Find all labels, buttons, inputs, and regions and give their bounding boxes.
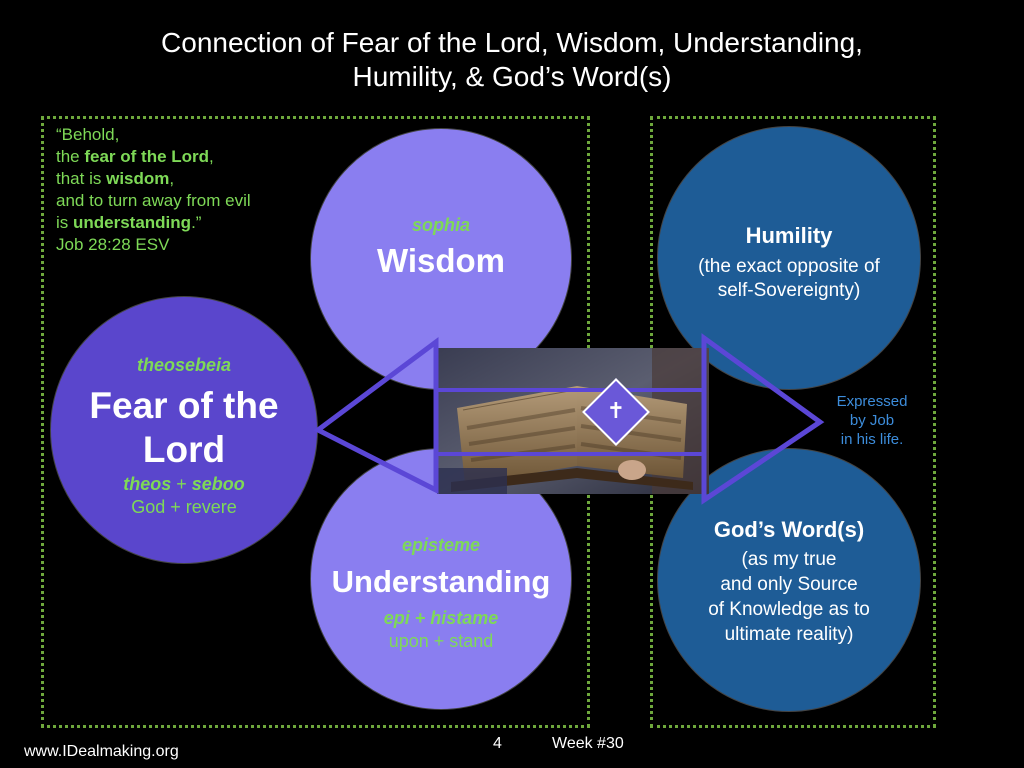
quote-wisdom: wisdom [106,169,170,188]
gods-word-desc-line4: ultimate reality) [724,624,854,645]
fear-greek: theosebeia [136,355,232,375]
slide-title-line1: Connection of Fear of the Lord, Wisdom, … [161,27,863,58]
gods-word-desc-line2: and only Source [720,574,858,595]
fear-roots: theos + seboo [51,474,317,495]
quote-text: that is [56,169,107,188]
quote-line4: and to turn away from evil [56,191,251,210]
fear-meaning: God + revere [131,497,237,517]
cross-glyph: ✝ [606,399,626,424]
understanding-roots: epi + histame [383,608,499,628]
wisdom-greek: sophia [411,215,470,235]
quote-text: , [169,169,175,188]
scripture-quote: “Behold, the fear of the Lord, that is w… [56,124,326,256]
understanding-greek: episteme [401,535,481,555]
gods-word-desc-line1: (as my true [741,549,837,570]
wisdom-label: Wisdom [376,242,506,279]
slide-title: Connection of Fear of the Lord, Wisdom, … [0,26,1024,94]
humility-label: Humility [745,223,833,248]
fear-root-seboo: seboo [191,474,245,494]
wisdom-circle: sophia Wisdom [310,128,572,390]
quote-line3: that is wisdom, [56,168,326,190]
quote-text: .” [191,213,202,232]
quote-fear: fear of the Lord [84,147,210,166]
fear-label-line2: Lord [142,429,226,470]
quote-line1: “Behold, [56,125,120,144]
gods-word-label: God’s Word(s) [713,517,865,542]
humility-desc-line1: (the exact opposite of [698,256,880,277]
quote-understanding: understanding [73,213,192,232]
fear-label-line1: Fear of the [89,385,279,426]
fear-root-theos: theos [123,474,172,494]
quote-text: is [56,213,73,232]
footer-page-number: 4 [493,735,502,752]
expressed-line2: by Job [849,412,895,429]
gods-word-desc-line3: of Knowledge as to [708,599,870,620]
fear-of-the-lord-circle: theosebeia Fear of the Lord theos + sebo… [50,296,318,564]
humility-circle: Humility (the exact opposite of self-Sov… [657,126,921,390]
understanding-meaning: upon + stand [388,631,494,651]
quote-text: the [56,147,85,166]
quote-reference: Job 28:28 ESV [56,235,170,254]
understanding-label: Understanding [331,564,551,599]
footer-website: www.IDealmaking.org [24,743,179,760]
expressed-line3: in his life. [840,431,904,448]
quote-line5: is understanding.” [56,212,326,234]
fear-root-plus: + [171,474,192,494]
quote-line2: the fear of the Lord, [56,146,326,168]
humility-desc-line2: self-Sovereignty) [717,280,861,301]
expressed-by-job-note: Expressed by Job in his life. [822,392,922,449]
quote-text: , [209,147,214,166]
double-arrow [313,333,825,505]
expressed-line1: Expressed [836,393,908,410]
footer-week: Week #30 [552,735,624,752]
slide-title-line2: Humility, & God’s Word(s) [352,61,672,92]
